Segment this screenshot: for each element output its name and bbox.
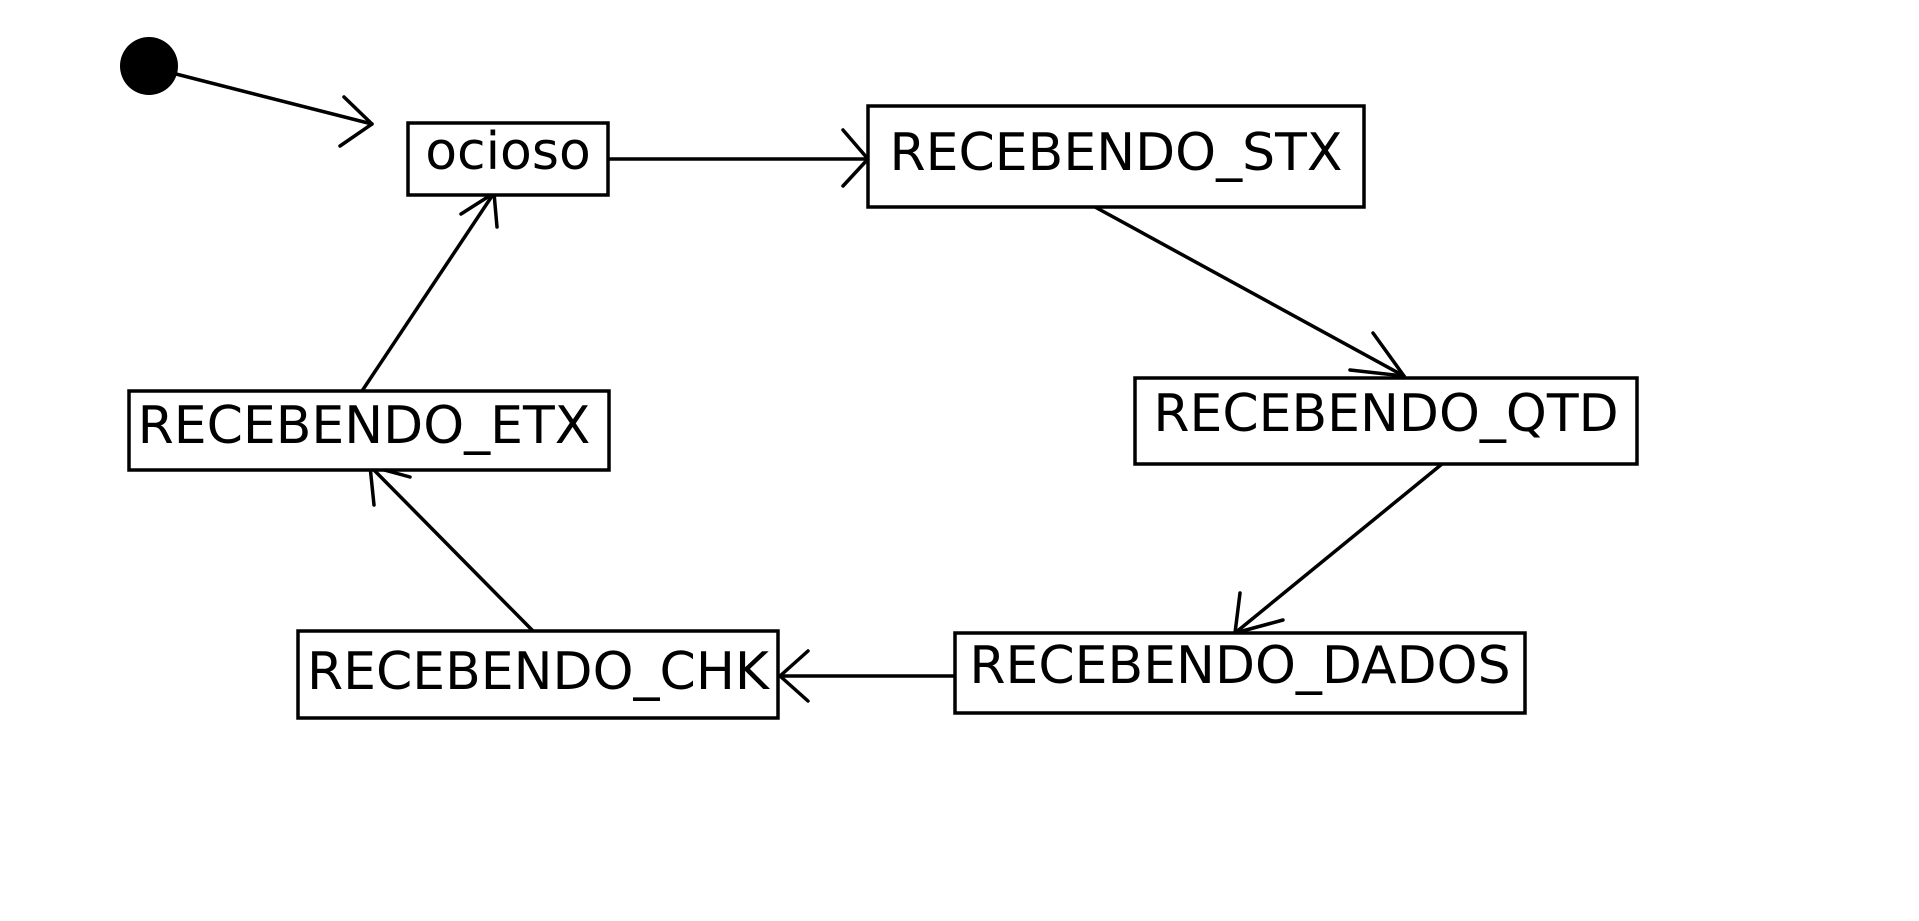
state-recebendo-stx: RECEBENDO_STX bbox=[866, 104, 1366, 209]
transition-ocioso-to-recebendo-stx bbox=[608, 128, 870, 188]
state-label-recebendo-dados: RECEBENDO_DADOS bbox=[969, 636, 1510, 696]
arrow-head-icon bbox=[1348, 331, 1406, 378]
state-box bbox=[866, 104, 1366, 209]
arrow-head-icon bbox=[338, 95, 374, 148]
state-box bbox=[953, 631, 1527, 715]
transition-line bbox=[360, 191, 496, 393]
transition-recebendo-chk-to-recebendo-etx bbox=[368, 464, 535, 633]
state-box bbox=[296, 629, 780, 720]
state-label-recebendo-chk: RECEBENDO_CHK bbox=[307, 642, 771, 702]
state-ocioso: ocioso bbox=[406, 121, 610, 197]
state-recebendo-qtd: RECEBENDO_QTD bbox=[1133, 376, 1639, 466]
arrow-head-icon bbox=[778, 649, 810, 703]
state-box bbox=[1133, 376, 1639, 466]
transition-recebendo-stx-to-recebendo-qtd bbox=[1093, 205, 1406, 378]
transition-initial-to-ocioso bbox=[174, 72, 374, 148]
initial-state-dot bbox=[120, 37, 178, 95]
state-box bbox=[127, 389, 611, 472]
transition-line bbox=[174, 72, 374, 126]
transition-recebendo-qtd-to-recebendo-dados bbox=[1233, 462, 1444, 635]
state-recebendo-etx: RECEBENDO_ETX bbox=[127, 389, 611, 472]
state-label-ocioso: ocioso bbox=[425, 122, 591, 182]
state-label-recebendo-qtd: RECEBENDO_QTD bbox=[1153, 384, 1618, 444]
state-recebendo-chk: RECEBENDO_CHK bbox=[296, 629, 780, 720]
transition-recebendo-etx-to-ocioso bbox=[360, 191, 499, 393]
transition-line bbox=[1233, 462, 1444, 635]
transition-line bbox=[1093, 205, 1406, 378]
transition-line bbox=[368, 464, 535, 633]
state-label-recebendo-etx: RECEBENDO_ETX bbox=[138, 396, 591, 456]
state-label-recebendo-stx: RECEBENDO_STX bbox=[890, 123, 1343, 183]
transition-recebendo-dados-to-recebendo-chk bbox=[778, 649, 957, 703]
state-box bbox=[406, 121, 610, 197]
state-recebendo-dados: RECEBENDO_DADOS bbox=[953, 631, 1527, 715]
